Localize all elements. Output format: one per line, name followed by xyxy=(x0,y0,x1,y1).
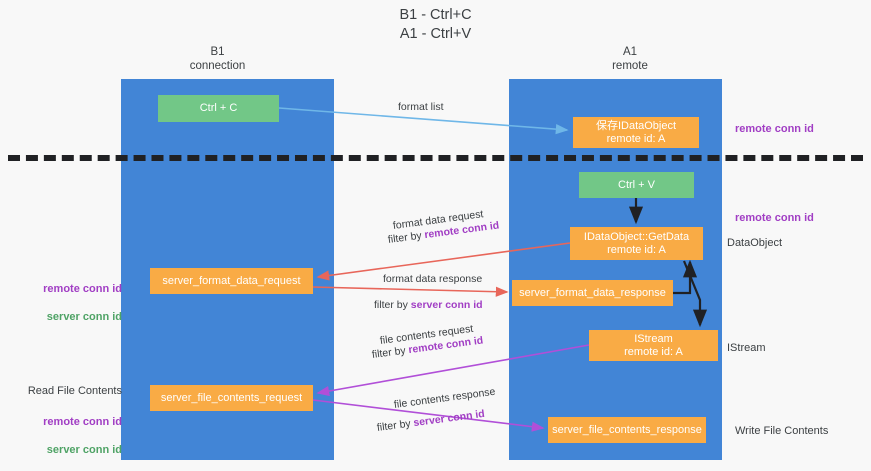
filter-key: server conn id xyxy=(410,299,483,311)
lane-header-b1: B1 connection xyxy=(189,46,246,72)
annotation-left-server-conn-id-bottom: server conn id xyxy=(46,444,122,456)
annotation-dataobject: DataObject xyxy=(727,237,783,249)
annotation-left-remote-conn-id-bottom: remote conn id xyxy=(43,416,122,428)
node-server-format-data-response[interactable]: server_format_data_response xyxy=(512,280,673,306)
lane-header-a1: A1 remote xyxy=(612,46,648,72)
node-save-idataobject[interactable]: 保存IDataObject remote id: A xyxy=(573,117,699,148)
phase-divider xyxy=(8,155,863,161)
filter-prefix: filter by xyxy=(374,299,411,311)
annotation-left-conn-ids-mid: remote conn id server conn id xyxy=(22,268,122,338)
node-istream[interactable]: IStream remote id: A xyxy=(589,330,718,361)
arrow-file-contents-response xyxy=(312,399,545,432)
node-ctrl-c[interactable]: Ctrl + C xyxy=(158,95,279,122)
arrow-getdata-to-istream xyxy=(682,260,708,328)
node-server-file-contents-request[interactable]: server_file_contents_request xyxy=(150,385,313,411)
node-idataobject-getdata[interactable]: IDataObject::GetData remote id: A xyxy=(570,227,703,260)
edge-label-format-data-response-filter: filter by server conn id xyxy=(374,298,483,312)
annotation-remote-conn-id-mid: remote conn id xyxy=(735,212,814,224)
annotation-remote-conn-id-top: remote conn id xyxy=(735,123,814,135)
node-server-format-data-request[interactable]: server_format_data_request xyxy=(150,268,313,294)
arrow-format-data-response xyxy=(312,286,509,297)
node-ctrl-v[interactable]: Ctrl + V xyxy=(579,172,694,198)
node-server-file-contents-response[interactable]: server_file_contents_response xyxy=(548,417,706,443)
annotation-left-server-conn-id-mid: server conn id xyxy=(46,311,122,323)
arrow-format-list xyxy=(278,107,569,135)
page-title: B1 - Ctrl+C A1 - Ctrl+V xyxy=(399,7,472,42)
annotation-istream: IStream xyxy=(727,342,766,354)
arrow-file-contents-request xyxy=(316,344,590,397)
arrow-format-data-request xyxy=(316,242,571,281)
annotation-left-conn-ids-bottom: remote conn id server conn id xyxy=(22,401,122,471)
annotation-left-remote-conn-id-mid: remote conn id xyxy=(43,283,122,295)
edge-label-format-data-response: format data response xyxy=(383,273,483,285)
annotation-read-file-contents: Read File Contents xyxy=(27,385,122,397)
arrow-response-to-getdata xyxy=(673,259,698,295)
annotation-write-file-contents: Write File Contents xyxy=(735,425,829,437)
edge-label-format-list: format list xyxy=(398,101,444,113)
